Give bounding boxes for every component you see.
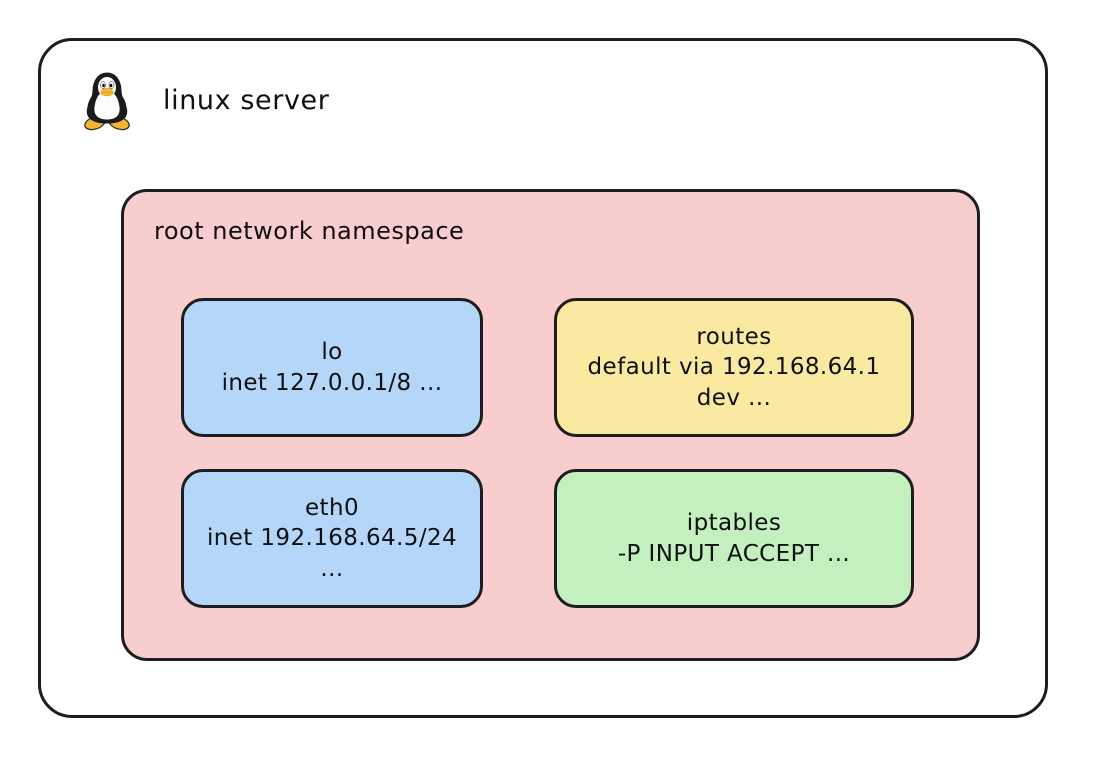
card-line: lo — [321, 338, 343, 365]
card-loopback-interface: lo inet 127.0.0.1/8 ... — [181, 298, 483, 437]
card-eth0-interface: eth0 inet 192.168.64.5/24 ... — [181, 469, 483, 608]
tux-penguin-icon — [81, 69, 133, 131]
card-line: routes — [696, 323, 772, 350]
card-line: -P INPUT ACCEPT ... — [617, 540, 851, 567]
namespace-card-grid: lo inet 127.0.0.1/8 ... routes default v… — [181, 298, 914, 608]
card-line: iptables — [686, 509, 782, 536]
card-line: eth0 — [305, 494, 359, 521]
card-iptables: iptables -P INPUT ACCEPT ... — [554, 469, 914, 608]
root-network-namespace-box: root network namespace lo inet 127.0.0.1… — [121, 189, 980, 661]
linux-server-container: linux server root network namespace lo i… — [38, 38, 1048, 718]
card-line: inet 127.0.0.1/8 ... — [221, 369, 443, 396]
host-header: linux server — [81, 69, 329, 131]
card-line: dev ... — [696, 384, 772, 411]
card-routes: routes default via 192.168.64.1 dev ... — [554, 298, 914, 437]
card-line: inet 192.168.64.5/24 — [206, 525, 458, 552]
card-line: default via 192.168.64.1 — [587, 354, 881, 381]
card-line: ... — [320, 555, 344, 582]
host-title: linux server — [163, 84, 330, 116]
namespace-label: root network namespace — [154, 217, 465, 245]
